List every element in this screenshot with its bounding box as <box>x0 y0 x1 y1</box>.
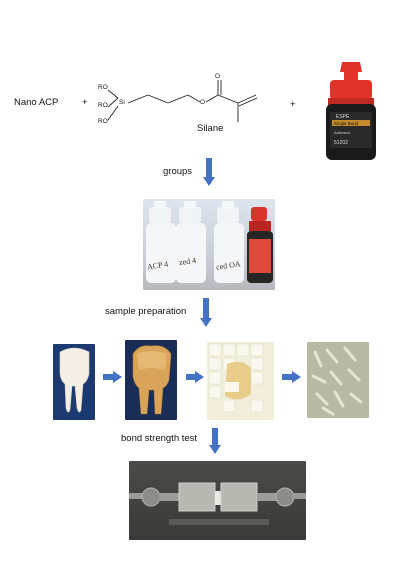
tooth-photo <box>53 344 95 420</box>
carbonyl-o-label: O <box>215 73 221 80</box>
group-bottles-illustration <box>146 201 273 283</box>
resin-block-illustration <box>208 343 264 413</box>
small-arrow-3-head <box>292 371 301 383</box>
ro-label-1: RO <box>98 84 108 91</box>
ester-o-label: O <box>200 99 206 106</box>
silane-structure <box>107 80 258 122</box>
bottle-sub: Adhesive <box>334 130 351 135</box>
step-bond-strength-label: bond strength test <box>121 433 198 444</box>
ro-label-2: RO <box>98 102 108 109</box>
plus-sign-2: + <box>290 99 296 110</box>
small-arrow-1-head <box>113 371 122 383</box>
flow-arrow-1 <box>206 158 212 178</box>
flow-arrow-1-head <box>203 177 215 186</box>
cut-tooth-photo <box>125 340 177 420</box>
step-sample-preparation-label: sample preparation <box>105 306 187 317</box>
si-label: Si <box>119 99 125 106</box>
flow-arrow-3-head <box>209 445 221 454</box>
plus-sign: + <box>82 97 88 108</box>
small-arrow-2 <box>186 374 196 380</box>
bond-test-jig-photo <box>129 461 306 540</box>
nano-acp-label: Nano ACP <box>14 97 59 108</box>
silane-label: Silane <box>197 123 224 134</box>
resin-block-photo <box>207 342 274 420</box>
small-arrow-2-head <box>195 371 204 383</box>
specimen-sticks-illustration <box>311 346 363 416</box>
bottle-product: Single Bond <box>334 121 359 126</box>
cut-tooth-illustration <box>132 345 172 415</box>
tooth-illustration <box>59 347 90 413</box>
flow-arrow-2-head <box>200 318 212 327</box>
bottle-brand: ESPE <box>336 114 350 120</box>
adhesive-bottle-image: ESPE Single Bond Adhesive 51202 <box>326 62 376 160</box>
group-bottles-photo: ACP 4 zed 4 ced OA <box>143 199 275 290</box>
flow-arrow-3 <box>212 428 218 446</box>
specimen-sticks-photo <box>307 342 369 418</box>
bond-test-jig-illustration <box>129 482 306 525</box>
flow-arrow-2 <box>203 298 209 319</box>
ro-label-3: RO <box>98 118 108 125</box>
small-arrow-1 <box>103 374 114 380</box>
bottle-code: 51202 <box>334 140 348 146</box>
step-groups-label: groups <box>163 166 193 177</box>
small-arrow-3 <box>282 374 293 380</box>
